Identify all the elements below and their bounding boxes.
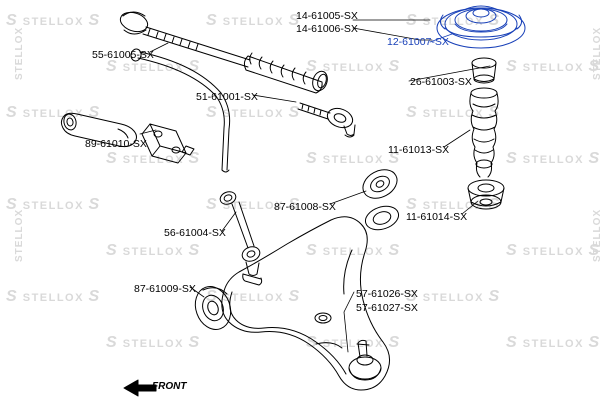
part-label-14-61006-sx: 14-61006-SX (296, 23, 358, 35)
part-stabilizer-link (219, 191, 263, 286)
part-label-55-61005-sx: 55-61005-SX (92, 49, 154, 61)
part-arm-front-bushing (194, 286, 232, 330)
part-label-51-61001-sx: 51-61001-SX (196, 91, 258, 103)
part-label-12-61007-sx: 12-61007-SX (387, 36, 449, 48)
part-label-89-61010-sx: 89-61010-SX (85, 138, 147, 150)
part-ball-joint (348, 339, 382, 381)
part-control-arm (221, 216, 390, 391)
part-arm-ball-seat (364, 205, 400, 231)
front-arrow (123, 379, 157, 397)
part-label-11-61014-sx: 11-61014-SX (406, 211, 468, 223)
part-label-57-61026-sx: 57-61026-SX (356, 288, 418, 300)
part-label-56-61004-sx: 56-61004-SX (164, 227, 226, 239)
part-stabilizer-bar (130, 48, 231, 173)
part-label-57-61027-sx: 57-61027-SX (356, 302, 418, 314)
part-dust-boot (469, 87, 499, 178)
part-arm-rear-bushing (362, 169, 398, 199)
part-rack-boot (243, 52, 328, 94)
front-marker-label: FRONT (152, 381, 187, 392)
part-label-26-61003-sx: 26-61003-SX (410, 76, 472, 88)
part-arm-bolt (314, 312, 332, 324)
part-label-87-61009-sx: 87-61009-SX (134, 283, 196, 295)
part-bump-stop (471, 57, 497, 84)
part-label-11-61013-sx: 11-61013-SX (388, 144, 450, 156)
part-tie-rod-inner (119, 11, 251, 68)
leader-lines (139, 19, 491, 353)
part-label-14-61005-sx: 14-61005-SX (296, 10, 358, 22)
part-tie-rod-end (297, 102, 356, 138)
part-strut-mount (436, 5, 526, 49)
part-stabilizer-bushing (60, 112, 195, 164)
part-label-87-61008-sx: 87-61008-SX (274, 201, 336, 213)
part-spring-seat (467, 179, 505, 210)
